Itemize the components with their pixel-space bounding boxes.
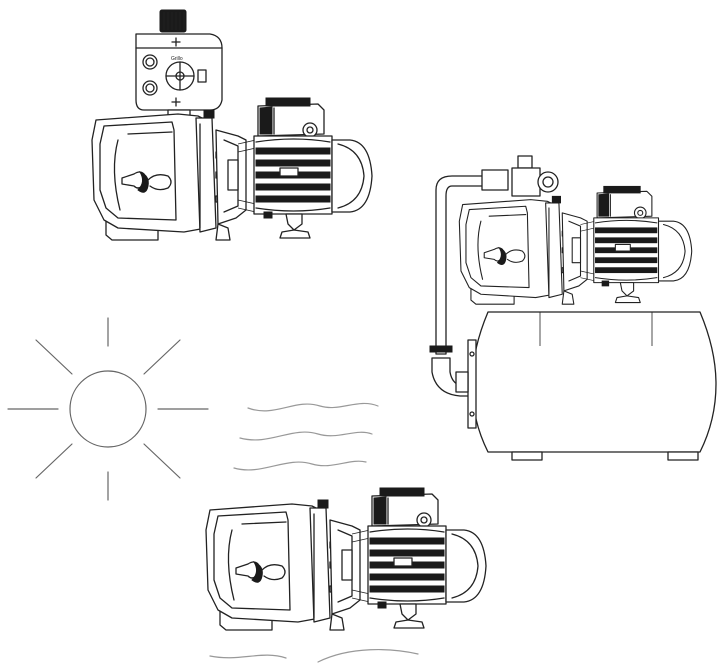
pressure-tank	[455, 311, 717, 461]
pressure-controller: Grillo	[135, 9, 223, 119]
jet-pump-with-pressure-controller: Grillo	[91, 9, 373, 241]
water-waves-icon	[209, 402, 419, 663]
controller-brand-label: Grillo	[171, 56, 183, 62]
sun-icon	[7, 317, 209, 501]
jet-pump	[205, 487, 487, 631]
jet-pump-with-pressure-tank	[429, 155, 717, 461]
